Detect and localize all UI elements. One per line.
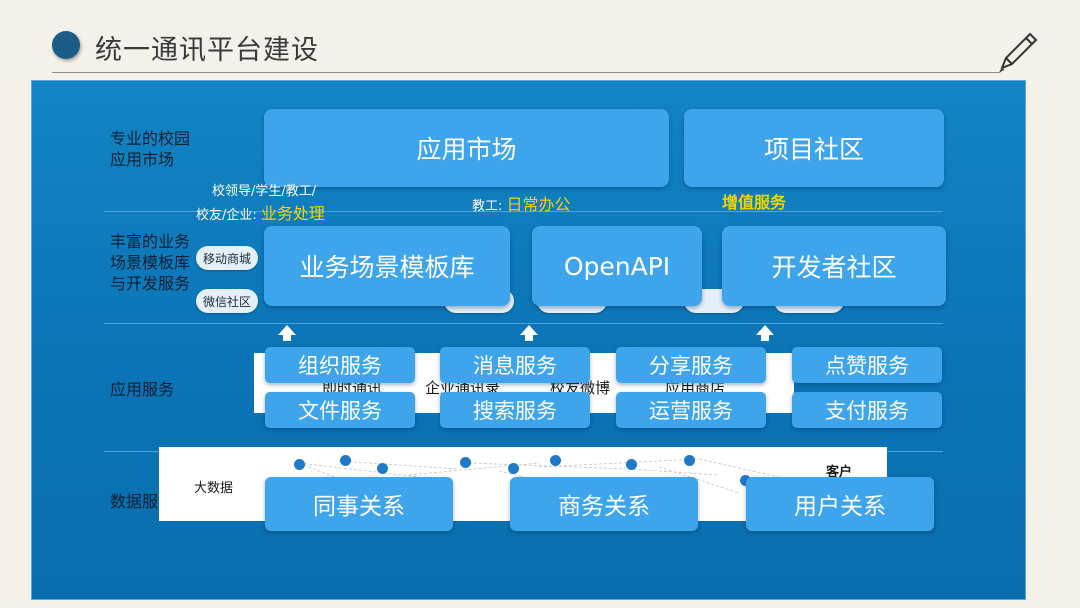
cloud-mobile-mall: 移动商城: [196, 246, 258, 270]
row-separator: [104, 323, 943, 324]
row-label-data: 数据服务: [110, 492, 175, 511]
market-note-office: 教工: 日常办公: [472, 195, 571, 214]
row-label-market: 专业的校园 应用市场: [110, 129, 191, 169]
open-api-tile[interactable]: OpenAPI: [532, 226, 702, 306]
architecture-diagram: 专业的校园 应用市场 应用市场 项目社区 校领导/学生/教工/ 校友/企业: 业…: [31, 80, 1026, 600]
operation-service-tile[interactable]: 运营服务: [616, 392, 766, 428]
payment-service-tile[interactable]: 支付服务: [792, 392, 942, 428]
app-market-tile[interactable]: 应用市场: [264, 109, 669, 187]
scene-template-library-tile[interactable]: 业务场景模板库: [264, 226, 510, 306]
user-node-icon: [340, 455, 351, 466]
business-relation-tile[interactable]: 商务关系: [510, 477, 698, 531]
pen-icon: [999, 32, 1038, 73]
user-node-icon: [294, 459, 305, 470]
file-service-tile[interactable]: 文件服务: [265, 392, 415, 428]
title-bullet-icon: [52, 31, 80, 59]
row-label-scenes: 丰富的业务 场景模板库 与开发服务: [110, 232, 191, 293]
message-service-tile[interactable]: 消息服务: [440, 347, 590, 383]
row-separator: [104, 211, 943, 212]
market-note-value-added: 增值服务: [722, 193, 787, 212]
user-relation-tile[interactable]: 用户关系: [746, 477, 934, 531]
page-title: 统一通讯平台建设: [95, 35, 319, 66]
up-arrow-icon: [520, 325, 538, 341]
project-community-tile[interactable]: 项目社区: [684, 109, 944, 187]
cloud-wechat-community: 微信社区: [196, 289, 258, 313]
user-node-icon: [460, 457, 471, 468]
search-service-tile[interactable]: 搜索服务: [440, 392, 590, 428]
share-service-tile[interactable]: 分享服务: [616, 347, 766, 383]
up-arrow-icon: [278, 325, 296, 341]
like-service-tile[interactable]: 点赞服务: [792, 347, 942, 383]
title-underline: [52, 72, 1000, 73]
user-node-icon: [550, 455, 561, 466]
market-note-business: 校友/企业: 业务处理: [196, 204, 325, 223]
market-note-roles: 校领导/学生/教工/: [212, 184, 317, 199]
user-node-icon: [508, 463, 519, 474]
user-node-icon: [377, 463, 388, 474]
developer-community-tile[interactable]: 开发者社区: [722, 226, 946, 306]
user-node-icon: [684, 455, 695, 466]
user-node-icon: [626, 459, 637, 470]
org-service-tile[interactable]: 组织服务: [265, 347, 415, 383]
user-node-icon: [740, 475, 751, 486]
big-data-label: 大数据: [194, 481, 234, 496]
customer-label: 客户: [826, 465, 853, 480]
row-label-services: 应用服务: [110, 380, 175, 399]
up-arrow-icon: [756, 325, 774, 341]
colleague-relation-tile[interactable]: 同事关系: [265, 477, 453, 531]
